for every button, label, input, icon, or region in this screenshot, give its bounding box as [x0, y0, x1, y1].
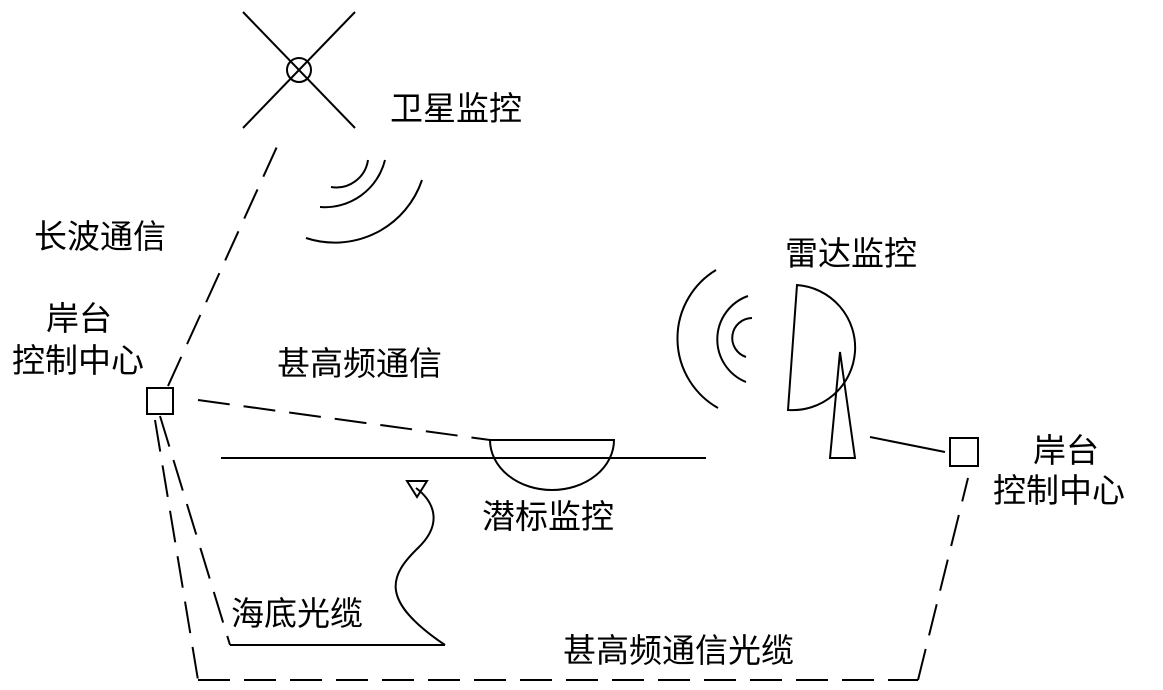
radar-to-right-shore-link	[869, 436, 946, 453]
radar-dish-icon	[786, 283, 857, 459]
satellite-signal-waves-icon	[305, 159, 423, 244]
vhf-link	[197, 399, 491, 441]
right-shore-label-line1: 岸台	[1033, 431, 1099, 470]
right-shore-label-line2: 控制中心	[993, 471, 1125, 510]
vhf-cable-path	[154, 419, 969, 681]
longwave-label: 长波通信	[34, 217, 166, 256]
longwave-link	[167, 139, 281, 387]
satellite-icon	[242, 11, 356, 129]
radar-signal-waves-icon	[676, 269, 753, 409]
left-shore-label-line1: 岸台	[46, 299, 112, 338]
submarine-cable-label: 海底光缆	[231, 594, 363, 633]
left-shore-control-box	[146, 387, 174, 415]
radar-label: 雷达监控	[785, 234, 917, 273]
vhf-label: 甚高频通信	[277, 344, 442, 383]
submarine-cable-path	[159, 415, 446, 646]
left-shore-label-line2: 控制中心	[12, 341, 144, 380]
satellite-label: 卫星监控	[390, 89, 522, 128]
buoy-label: 潜标监控	[482, 497, 614, 536]
submerged-buoy-icon	[488, 439, 616, 491]
right-shore-control-box	[949, 437, 979, 467]
vhf-cable-label: 甚高频通信光缆	[563, 631, 794, 670]
